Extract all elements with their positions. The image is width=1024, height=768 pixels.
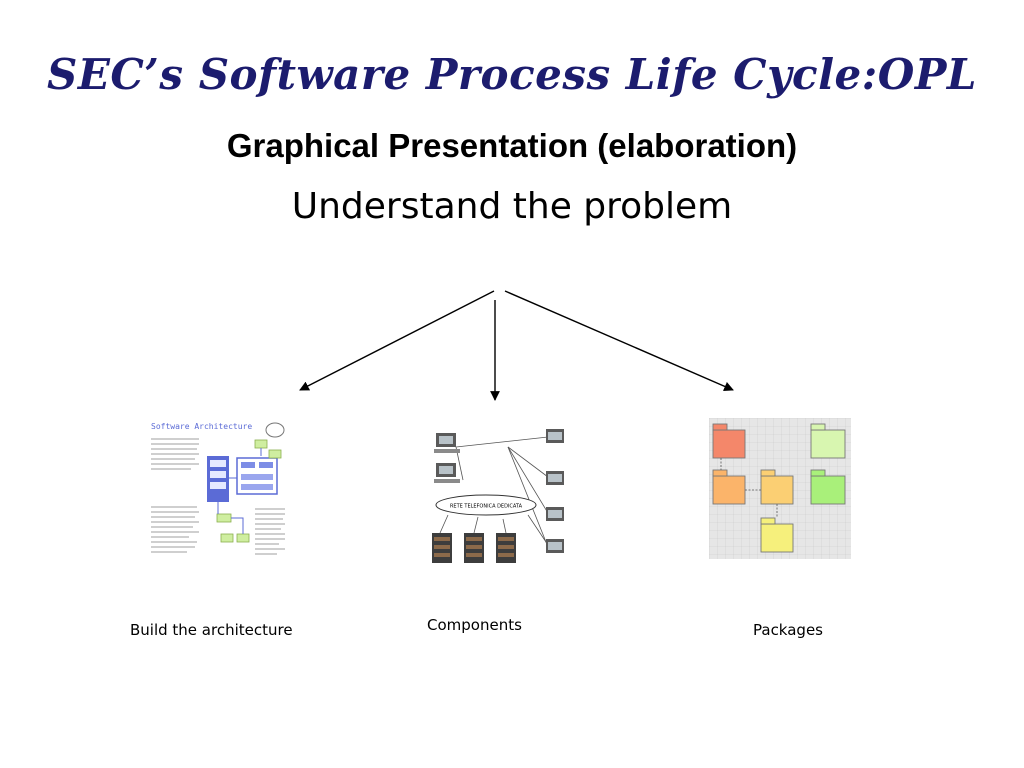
arrow-to-packages <box>504 290 734 391</box>
packages-thumbnail <box>709 418 851 559</box>
architecture-thumbnail-title: Software Architecture <box>151 422 252 431</box>
components-thumbnail: RETE TELEFONICA DEDICATA <box>428 425 574 570</box>
slide-title: SEC’s Software Process Life Cycle:OPL <box>47 50 977 99</box>
package-green <box>810 475 846 505</box>
package-orange-left <box>712 475 746 505</box>
caption-packages: Packages <box>753 621 823 639</box>
architecture-thumbnail: Software Architecture <box>147 418 287 568</box>
slide-subtitle: Graphical Presentation (elaboration) <box>226 127 798 164</box>
arrow-to-architecture <box>299 290 495 391</box>
root-node-label: Understand the problem <box>291 186 733 227</box>
package-yellow <box>760 523 794 553</box>
caption-components: Components <box>427 616 522 634</box>
package-red <box>712 429 746 459</box>
network-banner-label: RETE TELEFONICA DEDICATA <box>450 504 523 510</box>
package-lightgreen <box>810 429 846 459</box>
caption-build-architecture: Build the architecture <box>130 621 293 639</box>
package-orange-center <box>760 475 794 505</box>
